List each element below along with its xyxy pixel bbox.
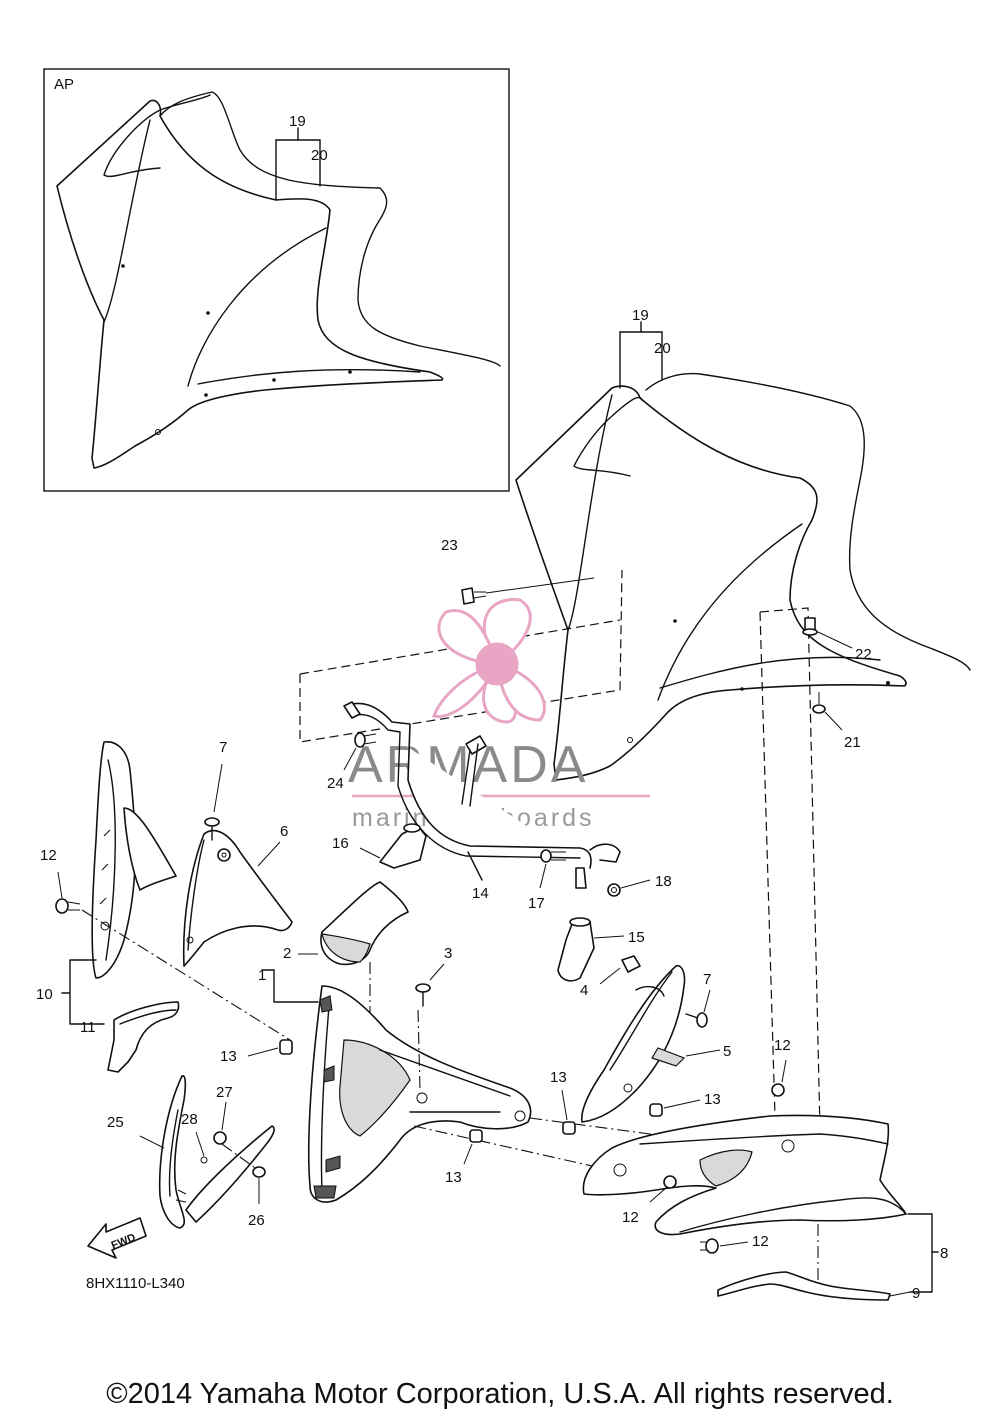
- inner-panel-5: 5: [580, 964, 731, 1123]
- callout-26: 26: [248, 1212, 265, 1229]
- callout-10: 10: [36, 986, 53, 1003]
- callout-11: 11: [80, 1019, 96, 1036]
- screw-3: 3: [415, 945, 452, 1007]
- inset-ap: AP 19 20: [43, 68, 510, 492]
- callout-16: 16: [332, 835, 349, 852]
- collar-13-right-a: 13: [550, 1069, 576, 1135]
- inset-label: AP: [54, 76, 74, 93]
- collar-13-right-b: 13: [649, 1091, 721, 1117]
- callout-17: 17: [528, 895, 545, 912]
- inner-panel-6: 6: [182, 823, 293, 967]
- callout-22: 22: [855, 646, 872, 663]
- callout-27: 27: [216, 1084, 233, 1101]
- seal-9: 9: [717, 1271, 920, 1302]
- callout-21: 21: [844, 734, 861, 751]
- callout-24: 24: [327, 775, 344, 792]
- callout-25: 25: [107, 1114, 124, 1131]
- bolt-21: 21: [812, 692, 861, 751]
- side-cowl-8: 8: [582, 1114, 948, 1293]
- diagram-code: 8HX1110-L340: [86, 1275, 185, 1292]
- callout-6: 6: [280, 823, 288, 840]
- callout-20-inset: 20: [311, 147, 328, 164]
- callout-12-mid: 12: [622, 1209, 639, 1226]
- grommet-16: 16: [332, 823, 427, 869]
- collar-13-center: 13: [445, 1129, 483, 1186]
- screw-26: 26: [248, 1166, 266, 1229]
- callout-28: 28: [181, 1111, 198, 1128]
- callout-19-inset: 19: [289, 113, 306, 130]
- side-panel-10: 10 11: [36, 741, 177, 1036]
- callout-13-right-a: 13: [550, 1069, 567, 1086]
- callout-14: 14: [472, 885, 489, 902]
- callout-18: 18: [655, 873, 672, 890]
- bolt-24: 24: [327, 732, 377, 792]
- callout-5: 5: [723, 1043, 731, 1060]
- bolt-12-mid: 12: [622, 1175, 677, 1226]
- callout-13-center: 13: [445, 1169, 462, 1186]
- propeller-icon: [432, 598, 546, 724]
- grommet-15: 15: [557, 917, 645, 982]
- bolt-17: 17: [528, 849, 566, 912]
- callout-9: 9: [912, 1285, 920, 1302]
- callout-13-right-b: 13: [704, 1091, 721, 1108]
- copyright-notice: ©2014 Yamaha Motor Corporation, U.S.A. A…: [106, 1378, 894, 1410]
- callout-7-lower: 7: [703, 971, 711, 988]
- bolt-12-upper-right: 12: [771, 1037, 791, 1097]
- callout-4: 4: [580, 982, 588, 999]
- lower-panel-25: 25: [107, 1075, 275, 1229]
- watermark-logo: ARMADA marine outboards: [348, 598, 650, 832]
- fwd-arrow-icon: FWD: [87, 1217, 147, 1259]
- callout-12-lower: 12: [752, 1233, 769, 1250]
- bolt-12-lower: 12: [700, 1233, 769, 1254]
- bolt-12-left: 12: [40, 847, 81, 914]
- callout-3: 3: [444, 945, 452, 962]
- callout-7-upper: 7: [219, 739, 227, 756]
- callout-19: 19: [632, 307, 649, 324]
- nut-18: 18: [607, 873, 672, 897]
- collar-13-left: 13: [220, 1039, 293, 1065]
- nut-27: 27: [213, 1084, 233, 1145]
- callout-2: 2: [283, 945, 291, 962]
- bolt-23: 23: [441, 537, 595, 605]
- screw-7-upper: 7: [204, 739, 227, 841]
- callout-8: 8: [940, 1245, 948, 1262]
- callout-13-left: 13: [220, 1048, 237, 1065]
- clip-4: 4: [580, 955, 641, 999]
- cowling-1: 1: [258, 967, 532, 1203]
- callout-12-upper-right: 12: [774, 1037, 791, 1054]
- stay-14: 14: [343, 701, 621, 902]
- windscreen: [515, 385, 907, 781]
- duct-2: 2: [283, 881, 409, 1100]
- nut-22: 22: [802, 617, 872, 663]
- clip-28: 28: [181, 1111, 205, 1157]
- windscreen-assembly: 19 20: [515, 307, 971, 781]
- callout-12-left: 12: [40, 847, 57, 864]
- callout-15: 15: [628, 929, 645, 946]
- callout-20: 20: [654, 340, 671, 357]
- callout-1: 1: [258, 967, 266, 984]
- seal-11: [107, 1001, 180, 1073]
- screw-7-lower: 7: [685, 971, 711, 1028]
- callout-23: 23: [441, 537, 458, 554]
